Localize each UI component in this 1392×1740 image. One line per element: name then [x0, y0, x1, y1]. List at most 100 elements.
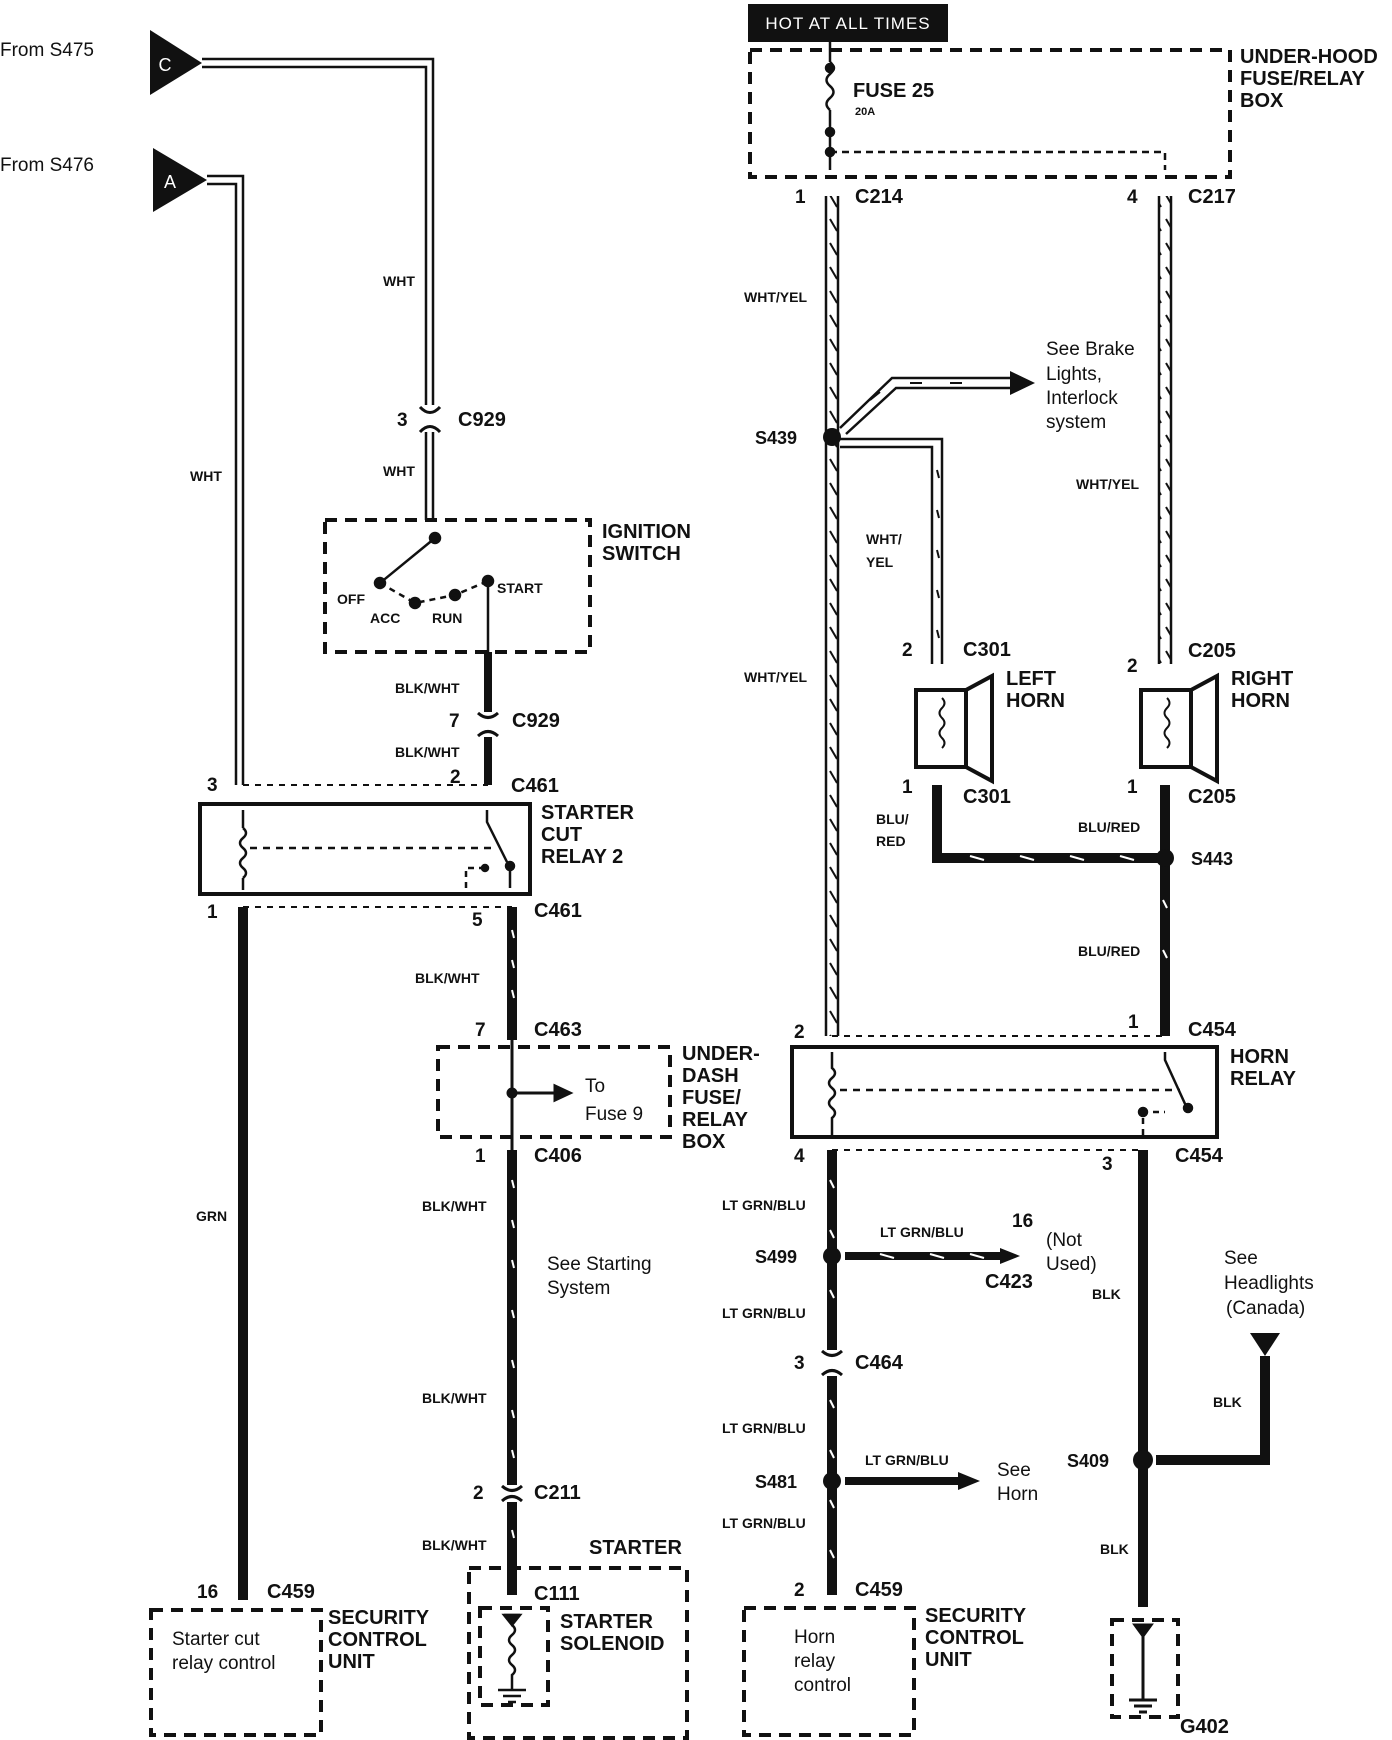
pin-c461-2: 2 [450, 767, 461, 788]
wire-color-wht-1: WHT [383, 273, 415, 289]
left-horn-symbol [914, 672, 994, 785]
connector-c929-top [418, 405, 442, 434]
ignition-pos-run: RUN [432, 610, 462, 626]
pin-c217-4: 4 [1127, 187, 1138, 208]
wire-color-blk-wht-1: BLK/WHT [395, 680, 460, 696]
ignition-pos-off: OFF [337, 591, 365, 607]
connector-c217-label: C217 [1188, 186, 1236, 208]
wire-color-wht-3: WHT [383, 463, 415, 479]
underhood-title-2: FUSE/RELAY [1240, 68, 1366, 90]
fuse-25-label: FUSE 25 [853, 80, 934, 102]
wht-yel-branch-to-left-horn [840, 437, 944, 664]
blu-red-wire [932, 785, 1170, 1036]
starter-solenoid-box [478, 1606, 550, 1707]
underdash-title-2: DASH [682, 1065, 739, 1087]
wire-color-blu-red-b: RED [876, 833, 906, 849]
connector-c464-label: C464 [855, 1352, 904, 1374]
wht-wire-from-a [207, 174, 245, 785]
pin-c301-1: 1 [902, 777, 913, 798]
c423-arrow [1000, 1248, 1020, 1264]
connector-c459-label-right: C459 [855, 1579, 903, 1601]
splice-s409 [1133, 1450, 1153, 1470]
wire-color-blk-wht-6: BLK/WHT [422, 1537, 487, 1553]
splice-s499-label: S499 [755, 1247, 797, 1267]
underhood-title-3: BOX [1240, 90, 1284, 112]
wire-color-blu-red-1: BLU/RED [1078, 819, 1140, 835]
see-horn-line-2: Horn [997, 1484, 1038, 1505]
connector-c205-label-bottom: C205 [1188, 786, 1236, 808]
connector-c461-label-top: C461 [511, 775, 559, 797]
see-headlights-line-1: See [1224, 1248, 1258, 1269]
ground-symbol-g402 [1129, 1623, 1157, 1714]
security-left-title-1: SECURITY [328, 1607, 430, 1629]
pin-c454-4: 4 [794, 1146, 805, 1167]
pin-c214-1: 1 [795, 187, 806, 208]
splice-s499 [823, 1247, 841, 1265]
blk-wire-to-headlights [1156, 1356, 1270, 1465]
underdash-title-1: UNDER- [682, 1043, 760, 1065]
horn-relay-internals [827, 1052, 1194, 1135]
ground-g402-label: G402 [1180, 1716, 1229, 1738]
left-horn-title-2: HORN [1006, 690, 1065, 712]
connector-c461-label-bottom: C461 [534, 900, 582, 922]
horn-relay-control-1: Horn [794, 1627, 835, 1648]
horn-relay-title-1: HORN [1230, 1046, 1289, 1068]
wire-color-lt-grn-blu-5: LT GRN/BLU [865, 1452, 949, 1468]
splice-s443-label: S443 [1191, 849, 1233, 869]
connector-a-triangle: A [153, 148, 207, 212]
security-left-title-3: UNIT [328, 1651, 375, 1673]
pin-c463-7: 7 [475, 1020, 486, 1041]
pin-c929-7: 7 [449, 711, 460, 732]
ignition-switch-title-2: SWITCH [602, 543, 681, 565]
underhood-fuse-relay-box [748, 48, 1232, 179]
not-used-line-2: Used) [1046, 1254, 1097, 1275]
connector-c454-label-top: C454 [1188, 1019, 1237, 1041]
see-brake-line-4: system [1046, 412, 1106, 433]
splice-s409-label: S409 [1067, 1451, 1109, 1471]
starter-cut-relay-control-1: Starter cut [172, 1629, 260, 1650]
connector-c459-label-left: C459 [267, 1581, 315, 1603]
starter-cut-relay-control-2: relay control [172, 1653, 276, 1674]
see-starting-line-2: System [547, 1278, 610, 1299]
blu-red-stripe-marks [969, 855, 1168, 959]
wire-color-blk-1: BLK [1092, 1286, 1121, 1302]
to-fuse-9-line-1: To [585, 1076, 605, 1097]
wire-color-wht-yel-1: WHT/YEL [744, 289, 807, 305]
pin-c461-5: 5 [472, 910, 483, 931]
fuse-25-rating: 20A [855, 106, 875, 118]
wht-yel-wire-c217-to-right-horn [1157, 196, 1173, 664]
see-starting-line-1: See Starting [547, 1254, 652, 1275]
pin-c459-16: 16 [197, 1582, 218, 1603]
splice-s443 [1156, 849, 1174, 867]
wire-color-blk-wht-5: BLK/WHT [422, 1390, 487, 1406]
svg-text:A: A [164, 172, 176, 192]
wire-color-blu-red-2: BLU/RED [1078, 943, 1140, 959]
wht-yel-branch-to-brake [839, 376, 1010, 435]
pin-c301-2: 2 [902, 640, 913, 661]
horn-relay-control-2: relay [794, 1651, 836, 1672]
pin-c454-2: 2 [794, 1022, 805, 1043]
right-horn-symbol [1139, 672, 1219, 785]
wire-color-lt-grn-blu-3: LT GRN/BLU [722, 1305, 806, 1321]
wire-color-wht-yel-3: WHT/YEL [1076, 476, 1139, 492]
see-horn-line-1: See [997, 1460, 1031, 1481]
pin-c423-16: 16 [1012, 1211, 1033, 1232]
splice-s439-label: S439 [755, 428, 797, 448]
wire-color-lt-grn-blu-6: LT GRN/BLU [722, 1515, 806, 1531]
pin-c454-3: 3 [1102, 1154, 1113, 1175]
starter-solenoid-title-1: STARTER [560, 1611, 654, 1633]
ignition-switch-title-1: IGNITION [602, 521, 691, 543]
wht-wire-from-c [202, 57, 435, 520]
starter-box [467, 1566, 689, 1740]
headlights-triangle [1250, 1333, 1280, 1356]
hot-at-all-times-banner: HOT AT ALL TIMES [748, 4, 948, 42]
starter-cut-relay-title-3: RELAY 2 [541, 846, 623, 868]
underdash-title-3: FUSE/ [682, 1087, 741, 1109]
wire-color-wht-yel-4b: YEL [866, 554, 894, 570]
wire-color-grn: GRN [196, 1208, 227, 1224]
wire-color-wht-yel-2: WHT/YEL [744, 669, 807, 685]
connector-c423-label: C423 [985, 1271, 1033, 1293]
splice-s481-label: S481 [755, 1472, 797, 1492]
right-horn-title-1: RIGHT [1231, 668, 1293, 690]
